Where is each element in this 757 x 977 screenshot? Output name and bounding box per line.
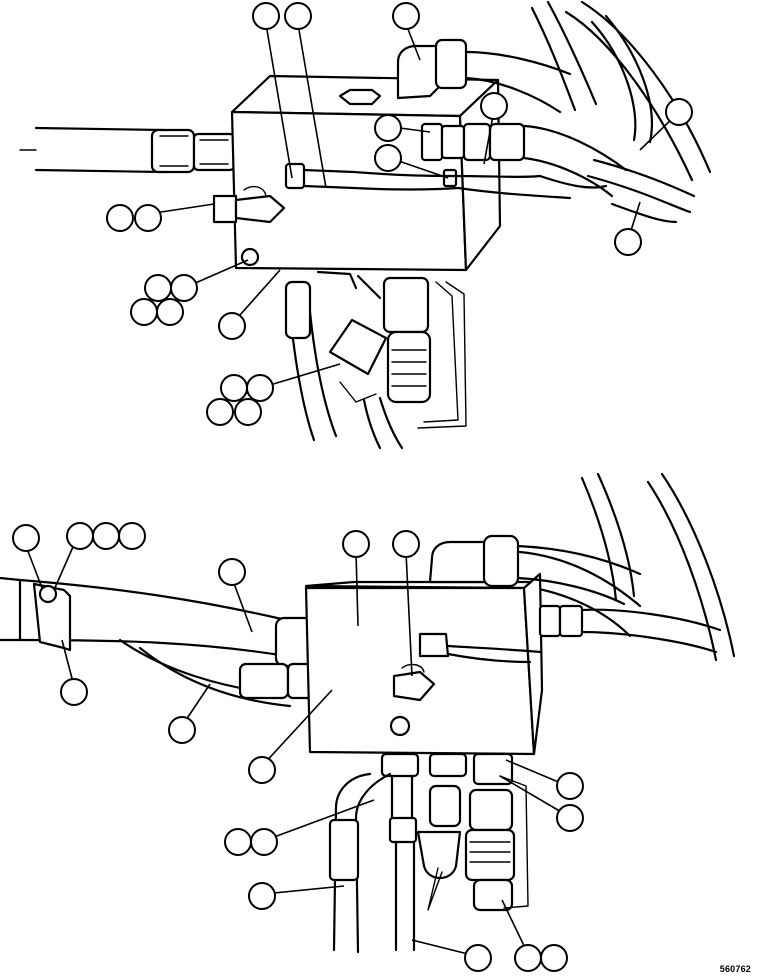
lower-callouts (12, 522, 584, 972)
callout-marker (118, 522, 146, 550)
callout-marker (556, 804, 584, 832)
upper-small-tube (302, 168, 608, 200)
upper-callouts (106, 2, 693, 426)
lower-test-port (392, 663, 436, 702)
callout-marker (156, 298, 184, 326)
lower-bottom-assembly (328, 752, 529, 954)
upper-test-port (212, 185, 286, 224)
callout-marker (66, 522, 94, 550)
callout-marker (206, 398, 234, 426)
callout-marker (224, 828, 252, 856)
callout-marker (614, 228, 642, 256)
upper-right-fittings (420, 122, 628, 198)
lower-view (0, 472, 736, 972)
callout-marker (480, 92, 508, 120)
upper-hose-bundle (530, 0, 712, 224)
callout-marker (392, 2, 420, 30)
upper-elbow-fitting (396, 38, 572, 114)
callout-marker (284, 2, 312, 30)
callout-marker (250, 828, 278, 856)
callout-marker (168, 716, 196, 744)
callout-marker (144, 274, 172, 302)
lower-elbow-fitting (428, 534, 642, 606)
callout-marker (60, 678, 88, 706)
callout-marker (106, 204, 134, 232)
callout-marker (464, 944, 492, 972)
callout-marker (248, 882, 276, 910)
upper-bottom-assembly (284, 270, 467, 450)
lower-manifold-block (304, 572, 544, 756)
callout-marker (556, 772, 584, 800)
lower-right-fittings (418, 604, 722, 664)
callout-marker (374, 144, 402, 172)
callout-marker (342, 530, 370, 558)
callout-marker (12, 524, 40, 552)
callout-marker (252, 2, 280, 30)
upper-view (19, 0, 712, 450)
callout-marker (170, 274, 198, 302)
callout-marker (665, 98, 693, 126)
callout-marker (392, 530, 420, 558)
callout-marker (134, 204, 162, 232)
upper-left-hose (19, 126, 236, 174)
callout-marker (218, 312, 246, 340)
callout-marker (92, 522, 120, 550)
callout-marker (374, 114, 402, 142)
callout-marker (218, 558, 246, 586)
callout-marker (246, 374, 274, 402)
callout-marker (514, 944, 542, 972)
callout-marker (234, 398, 262, 426)
callout-marker (220, 374, 248, 402)
callout-marker (248, 756, 276, 784)
callout-marker (130, 298, 158, 326)
callout-marker (540, 944, 568, 972)
figure-id-label: 560762 (719, 964, 751, 974)
